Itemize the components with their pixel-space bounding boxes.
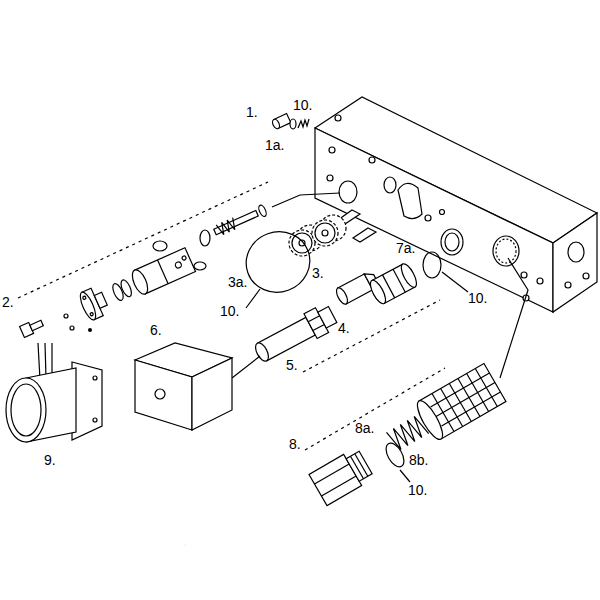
motor (6, 343, 102, 442)
flange (77, 285, 110, 322)
callout-number: 1. (246, 104, 258, 120)
plug (309, 447, 375, 506)
screw (70, 326, 74, 330)
leader-line (272, 193, 340, 207)
o-ring (153, 241, 167, 251)
callout-number: 6. (150, 322, 162, 338)
o-ring (194, 262, 206, 270)
o-ring (200, 230, 210, 246)
callout-number: 10. (220, 303, 239, 319)
callout-number: 5. (286, 357, 298, 373)
valve-body (129, 248, 195, 297)
manifold-block (315, 97, 597, 312)
callout-number: 1a. (265, 137, 284, 153)
callout-number: 10. (293, 97, 312, 113)
callout-number: 8b. (409, 452, 428, 468)
screw (20, 318, 45, 338)
filter (413, 363, 506, 442)
o-ring (290, 119, 296, 129)
leader-line (246, 289, 260, 308)
callout-number: 10. (468, 290, 487, 306)
gear-pair (289, 210, 376, 256)
o-ring (238, 223, 319, 301)
fitting (271, 114, 291, 130)
callout-number: 7a. (396, 240, 415, 256)
o-ring (382, 440, 407, 470)
leader-line (400, 470, 410, 482)
spool (367, 262, 419, 306)
axis-line (18, 182, 268, 298)
callout-number: 8a. (355, 420, 374, 436)
screw (64, 314, 68, 318)
callout-number: 3. (312, 265, 324, 281)
callout-number: 8. (289, 436, 301, 452)
screw (88, 328, 92, 332)
rod-spring (213, 204, 268, 237)
callout-number: 3a. (228, 274, 247, 290)
axis-line (303, 300, 440, 372)
spring (298, 119, 309, 128)
callout-number: 10. (408, 482, 427, 498)
callout-number: 4. (338, 320, 350, 336)
callout-number: 2. (2, 294, 14, 310)
o-ring (423, 252, 441, 278)
o-ring (111, 278, 134, 301)
solenoid-coil (135, 343, 260, 545)
callout-number: 9. (44, 452, 56, 468)
leader-line (500, 258, 528, 378)
leader-line (442, 272, 468, 292)
